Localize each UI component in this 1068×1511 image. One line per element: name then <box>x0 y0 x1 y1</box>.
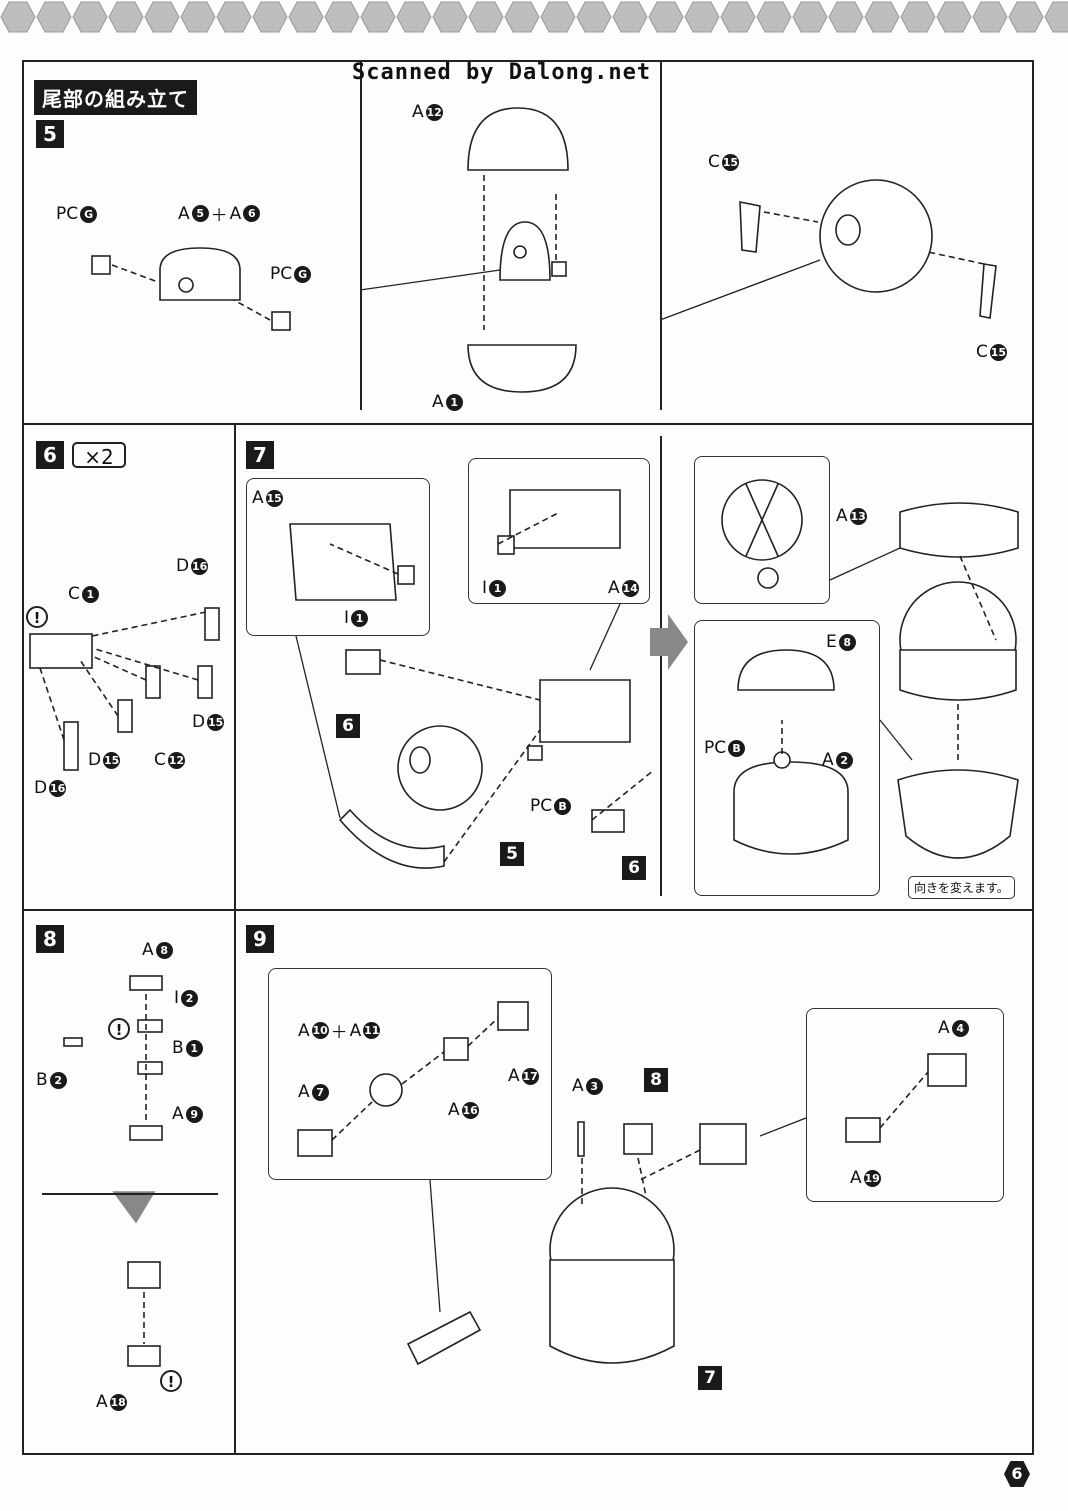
step-badge-5: 5 <box>36 120 64 148</box>
hexagon-pattern <box>0 0 1068 40</box>
divider <box>660 436 662 896</box>
step-badge-6: 6 <box>36 441 64 469</box>
divider <box>660 62 662 410</box>
divider <box>22 423 1034 425</box>
exclamation-icon: ! <box>108 1018 130 1040</box>
step-reference: 8 <box>644 1068 668 1092</box>
detail-box <box>806 1008 1004 1202</box>
step-reference: 6 <box>622 856 646 880</box>
instruction-frame <box>22 60 1034 1455</box>
divider <box>22 909 1034 911</box>
step-badge-7: 7 <box>246 441 274 469</box>
section-title: 尾部の組み立て <box>34 80 197 115</box>
divider <box>42 1193 218 1195</box>
step-reference: 7 <box>698 1366 722 1390</box>
exclamation-icon: ! <box>26 606 48 628</box>
divider <box>360 62 362 410</box>
step-badge-9: 9 <box>246 925 274 953</box>
orientation-note: 向きを変えます。 <box>908 876 1015 899</box>
scan-credit: Scanned by Dalong.net <box>352 60 652 85</box>
page-number: 6 <box>1004 1461 1030 1487</box>
step-badge-8: 8 <box>36 925 64 953</box>
step-reference: 6 <box>336 714 360 738</box>
step-reference: 5 <box>500 842 524 866</box>
divider <box>234 424 236 1455</box>
multiplier-badge: ×2 <box>72 442 126 469</box>
exclamation-icon: ! <box>160 1370 182 1392</box>
